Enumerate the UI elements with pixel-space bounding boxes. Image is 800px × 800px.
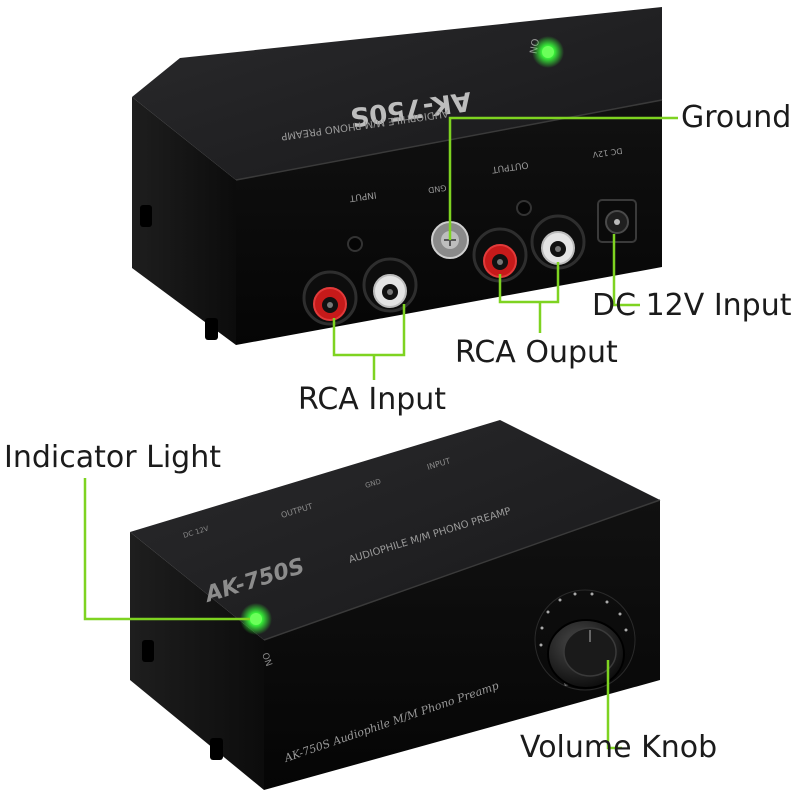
bottom-indicator-led: [250, 613, 262, 625]
indicator-light-callout-label: Indicator Light: [4, 440, 221, 475]
bottom-preamp-unit: AK-750S AUDIOPHILE M/M PHONO PREAMP INPU…: [130, 420, 661, 790]
dc-power-jack[interactable]: [597, 199, 637, 243]
volume-callout-line: [606, 660, 622, 750]
ground-callout-label: Ground: [681, 100, 792, 135]
rca-output-bracket: [498, 262, 560, 304]
rca-input-bracket: [332, 304, 406, 357]
rca-output-white-jack[interactable]: [530, 214, 586, 270]
rca-input-callout-label: RCA Input: [298, 382, 447, 417]
callout-lines: [83, 116, 678, 750]
volume-dial-scale: [534, 589, 636, 691]
foot: [205, 318, 218, 340]
dc-callout-line: [612, 234, 640, 307]
foot: [210, 738, 223, 760]
indicator-callout-line: [83, 478, 250, 621]
screw-hole: [516, 200, 532, 216]
bottom-unit-side-face: [130, 532, 264, 790]
volume-knob-callout-label: Volume Knob: [520, 730, 718, 765]
top-input-label: INPUT: [348, 189, 377, 203]
top-gnd-label: GND: [428, 183, 447, 194]
volume-knob[interactable]: [547, 619, 625, 689]
top-indicator-led: [542, 46, 554, 58]
ground-callout-line: [448, 116, 678, 240]
top-unit-side-face: [132, 97, 236, 345]
foot: [142, 640, 154, 662]
top-dc-label: DC 12V: [592, 146, 623, 159]
top-preamp-unit: AK-750S AUDIOPHILE M/M PHONO PREAMP ON I…: [132, 7, 663, 345]
screw-hole: [347, 236, 363, 252]
bottom-unit-top-face: [130, 420, 660, 640]
rca-output-red-jack[interactable]: [472, 227, 528, 283]
rca-output-callout-label: RCA Ouput: [455, 335, 618, 370]
dc-input-callout-label: DC 12V Input: [592, 288, 792, 323]
foot: [140, 205, 152, 227]
rca-input-white-jack[interactable]: [362, 257, 418, 313]
rca-input-red-jack[interactable]: [302, 270, 358, 326]
bottom-on-label: ON: [259, 652, 273, 668]
top-unit-top-face: [132, 7, 662, 180]
bottom-unit-front-panel: [264, 500, 660, 790]
